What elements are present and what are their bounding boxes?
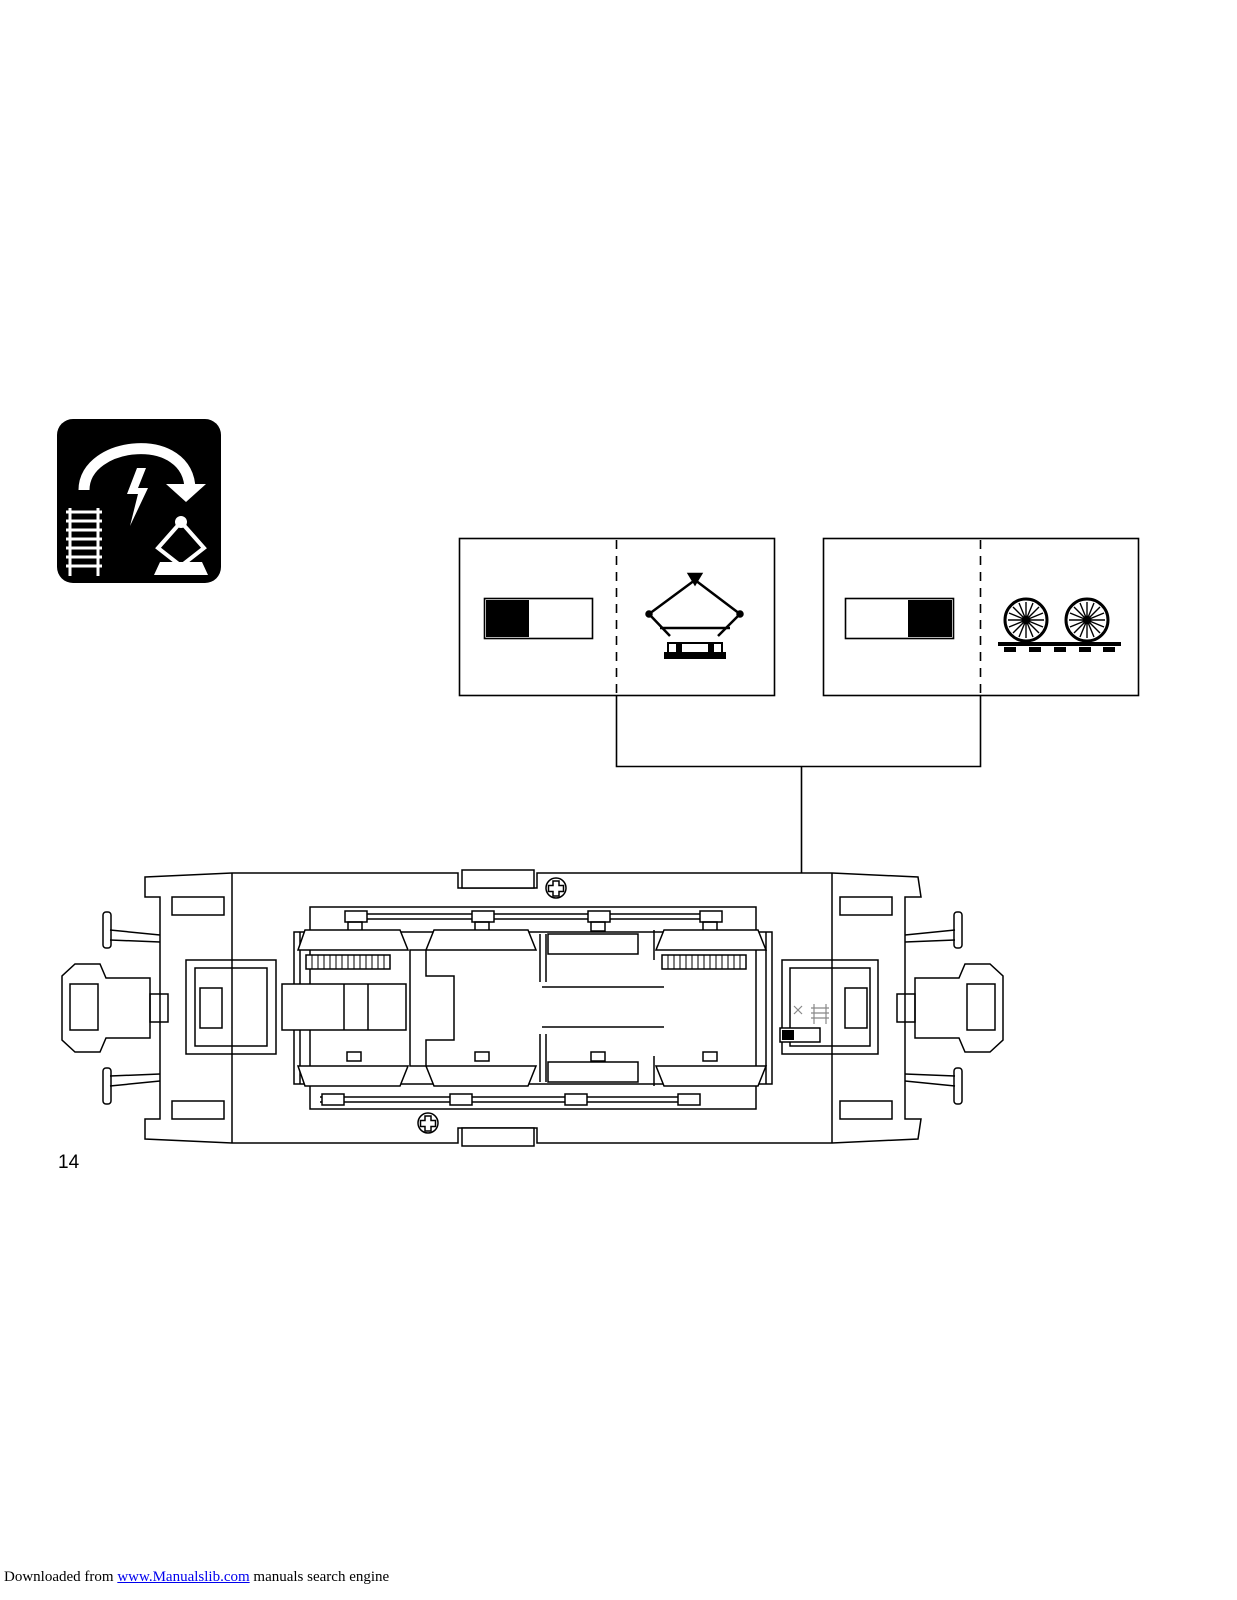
footer: Downloaded from www.Manualslib.com manua… bbox=[4, 1569, 389, 1586]
screw-icon bbox=[418, 1113, 438, 1133]
track-to-catenary-power-switch-icon bbox=[57, 419, 221, 583]
locomotive-underside-drawing bbox=[62, 870, 1003, 1146]
track-mode-panel bbox=[824, 539, 1139, 696]
footer-prefix: Downloaded from bbox=[4, 1569, 117, 1585]
manualslib-link[interactable]: www.Manualslib.com bbox=[117, 1569, 249, 1585]
page-number: 14 bbox=[58, 1152, 79, 1174]
catenary-mode-panel bbox=[460, 539, 775, 696]
switch-position-right-icon bbox=[846, 599, 954, 639]
footer-suffix: manuals search engine bbox=[250, 1569, 390, 1585]
screw-icon bbox=[546, 878, 566, 898]
switch-position-left-icon bbox=[485, 599, 593, 639]
